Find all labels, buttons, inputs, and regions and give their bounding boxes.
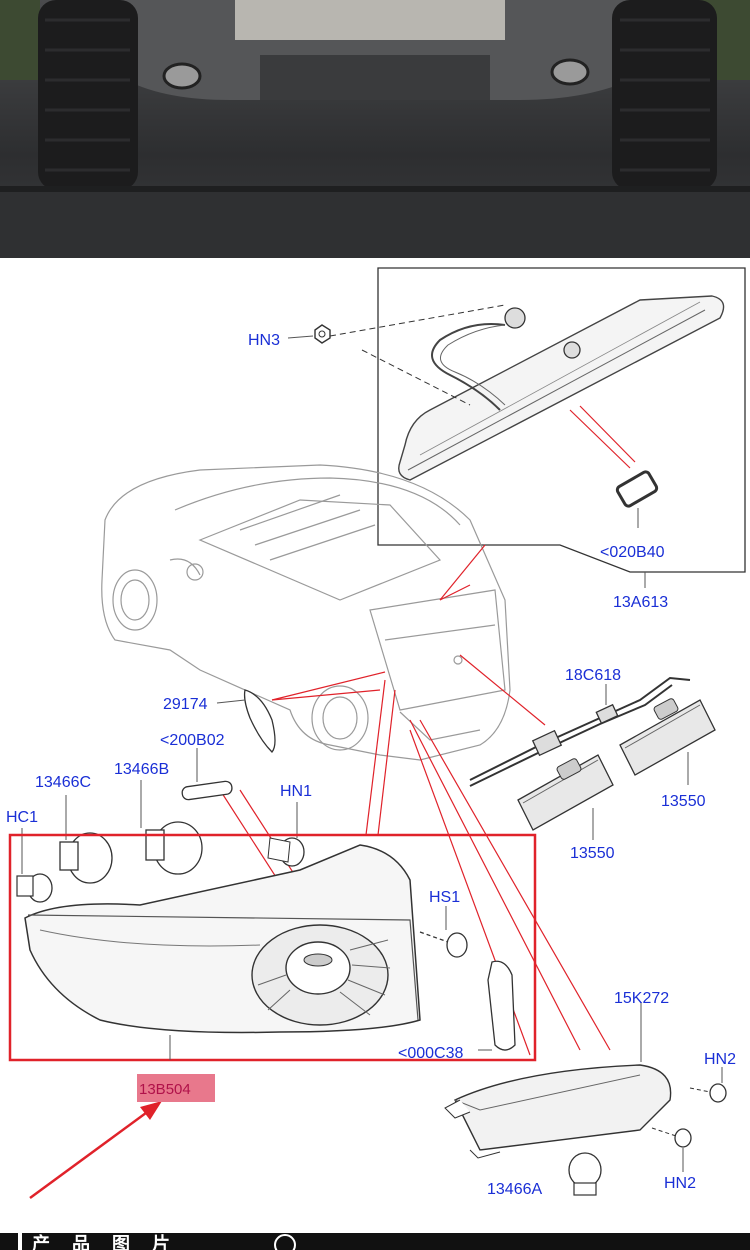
- licence-plate-lamp-right: [619, 698, 716, 785]
- label-29174: 29174: [163, 696, 208, 713]
- label-13550-right: 13550: [661, 793, 706, 810]
- label-hn2-top: HN2: [704, 1051, 736, 1068]
- vehicle-outline: [101, 464, 511, 761]
- label-13466c: 13466C: [35, 774, 91, 791]
- footer-title: 产品图片: [32, 1234, 192, 1250]
- vehicle-rear-photo: [0, 0, 750, 258]
- circle-arrow-icon: [274, 1234, 296, 1250]
- label-200b02: <200B02: [160, 732, 225, 749]
- bulb-13466a: [568, 1152, 602, 1196]
- label-hn2-bottom: HN2: [664, 1175, 696, 1192]
- label-020b40: <020B40: [600, 544, 665, 561]
- highlight-box: [8, 833, 537, 1062]
- stop-lamp-inset: [329, 267, 746, 588]
- hc1-clip: [16, 828, 53, 903]
- label-hc1: HC1: [6, 809, 38, 826]
- footer-mark: [18, 1233, 22, 1250]
- pointer-arrow: [29, 1101, 162, 1200]
- hn3-nut: [287, 324, 331, 344]
- label-15k272: 15K272: [614, 990, 669, 1007]
- hn2-nut-bottom: [651, 1127, 692, 1172]
- rear-lamp-13b504: [24, 844, 421, 1060]
- licence-plate-lamp-center: [517, 754, 614, 840]
- footer-bar: 产品图片: [0, 1233, 750, 1250]
- label-hn1: HN1: [280, 783, 312, 800]
- label-13466a: 13466A: [487, 1181, 542, 1198]
- label-hn3: HN3: [248, 332, 280, 349]
- seal-200b02: [181, 748, 233, 801]
- label-13a613: 13A613: [613, 594, 668, 611]
- label-000c38: <000C38: [398, 1045, 463, 1062]
- hn2-nut-top: [689, 1067, 727, 1103]
- hn1-nut: [267, 802, 305, 867]
- label-hs1: HS1: [429, 889, 460, 906]
- reflector-000c38: [478, 960, 516, 1051]
- highlight-label-bg: [137, 1074, 215, 1102]
- label-13550-center: 13550: [570, 845, 615, 862]
- label-18c618: 18C618: [565, 667, 621, 684]
- hs1-screw: [419, 906, 468, 958]
- fog-lamp-15k272: [444, 1003, 672, 1159]
- bulb-13466c: [59, 795, 113, 884]
- reflector-29174: [216, 689, 276, 753]
- harness-18c618: [469, 676, 691, 787]
- label-13b504: 13B504: [139, 1081, 191, 1098]
- label-13466b: 13466B: [114, 761, 169, 778]
